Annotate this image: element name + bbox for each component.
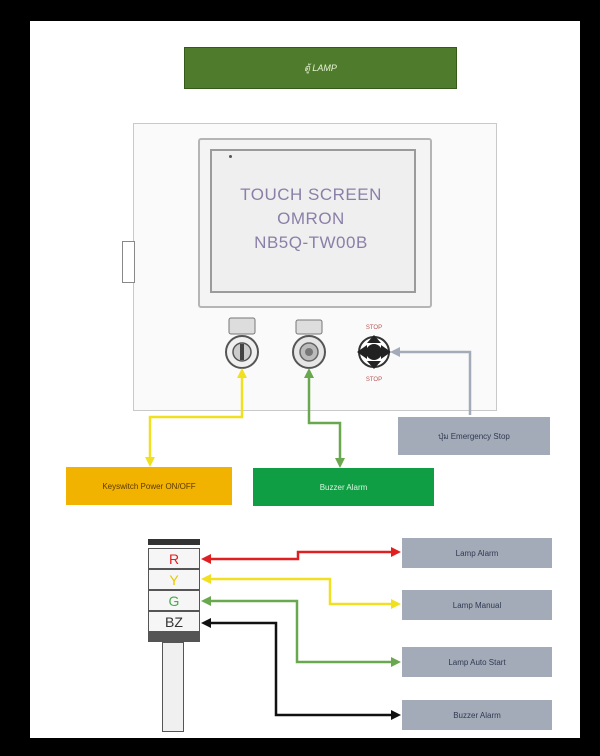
buzzer-icon — [292, 319, 326, 369]
keyswitch-power-label: Keyswitch Power ON/OFF — [66, 467, 232, 505]
lamp-manual-label: Lamp Manual — [402, 590, 552, 620]
buzzer-alarm-text: Buzzer Alarm — [453, 710, 501, 720]
screen-line-2: OMRON — [277, 209, 345, 228]
screen-line-3: NB5Q-TW00B — [254, 233, 368, 252]
svg-text:STOP: STOP — [366, 325, 382, 331]
lamp-alarm-wire — [201, 547, 401, 564]
touch-screen-frame — [210, 149, 416, 293]
tower-buzzer: BZ — [148, 611, 200, 632]
tower-base — [148, 632, 200, 642]
tower-yellow-lamp: Y — [148, 569, 200, 590]
buzzer-alarm-top-label: Buzzer Alarm — [253, 468, 434, 506]
lamp-alarm-text: Lamp Alarm — [455, 548, 499, 558]
buzzer-wire — [304, 368, 345, 468]
lamp-alarm-label: Lamp Alarm — [402, 538, 552, 568]
estop-wire — [390, 347, 472, 415]
lamp-auto-start-text: Lamp Auto Start — [448, 657, 506, 667]
tower-yellow-letter: Y — [169, 571, 179, 588]
lamp-auto-start-label: Lamp Auto Start — [402, 647, 552, 677]
buzzer-alarm-wire — [201, 618, 401, 720]
lamp-auto-wire — [201, 596, 401, 667]
lamp-manual-wire — [201, 574, 401, 609]
buzzer-alarm-top-text: Buzzer Alarm — [319, 482, 368, 492]
emergency-stop-label: ปุ่ม Emergency Stop — [398, 417, 550, 455]
emergency-stop-icon: STOP STOP — [357, 325, 391, 383]
tower-green-letter: G — [168, 592, 180, 609]
tower-red-lamp: R — [148, 548, 200, 569]
tower-red-letter: R — [168, 550, 180, 567]
keyswitch-icon — [225, 317, 259, 369]
cabinet-hinge — [122, 241, 135, 283]
wiring-diagram: STOP STOP — [145, 317, 472, 720]
screen-line-1: TOUCH SCREEN — [240, 185, 382, 204]
keyswitch-power-text: Keyswitch Power ON/OFF — [102, 481, 196, 491]
svg-text:STOP: STOP — [366, 377, 382, 383]
tower-buzzer-letter: BZ — [165, 613, 183, 630]
screen-indicator-dot — [229, 155, 232, 158]
title-text: ตู้ LAMP — [304, 63, 337, 73]
lamp-manual-text: Lamp Manual — [452, 600, 502, 610]
diagram-frame: ตู้ LAMP TOUCH SCREEN OMRON NB5Q-TW00B — [27, 18, 583, 741]
keyswitch-wire — [145, 368, 247, 467]
title-box: ตู้ LAMP — [184, 47, 457, 89]
tower-pole — [162, 642, 184, 732]
emergency-stop-text: ปุ่ม Emergency Stop — [438, 431, 510, 441]
buzzer-alarm-label: Buzzer Alarm — [402, 700, 552, 730]
tower-green-lamp: G — [148, 590, 200, 611]
touch-screen-display: TOUCH SCREEN OMRON NB5Q-TW00B — [215, 154, 407, 284]
tower-cap — [148, 539, 200, 545]
